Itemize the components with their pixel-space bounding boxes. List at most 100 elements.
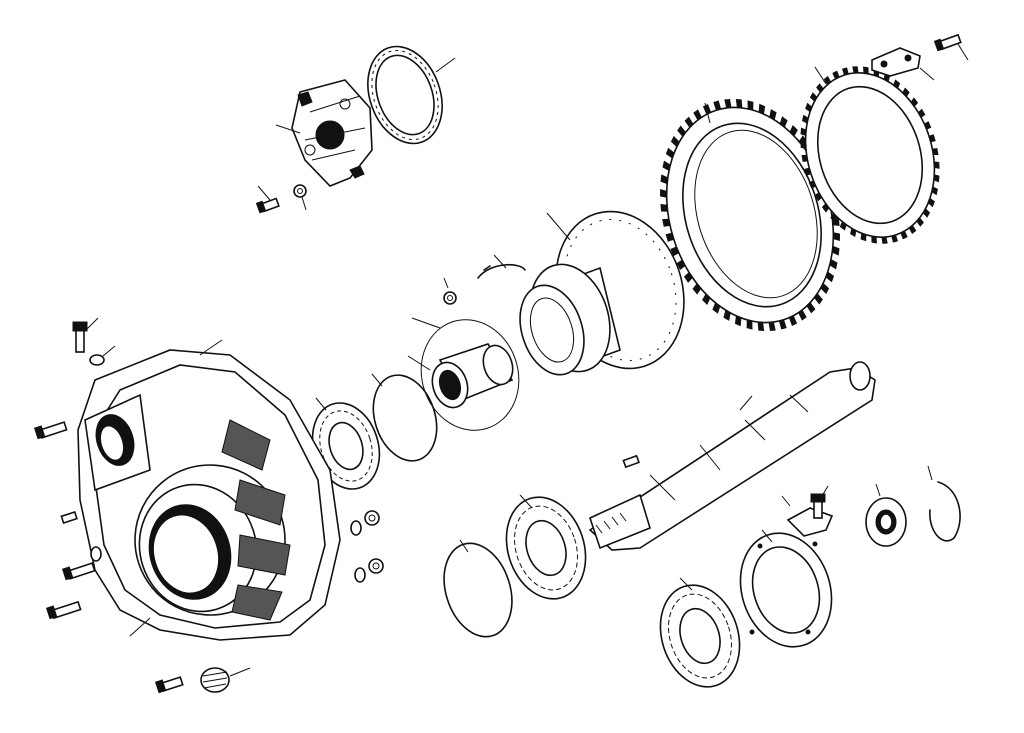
gear-tooth (863, 66, 869, 74)
gear-tooth (798, 309, 807, 321)
gear-tooth (662, 218, 671, 227)
sleeve (407, 317, 520, 431)
gear-tooth (909, 225, 917, 235)
gear-tooth (891, 234, 898, 243)
gear-tooth (928, 197, 935, 208)
bolt-bottom (154, 676, 184, 694)
gear-tooth (747, 100, 754, 111)
gear-tooth (934, 161, 940, 169)
gear-tooth (933, 174, 940, 183)
gear-tooth (757, 322, 765, 331)
gear-tooth (684, 272, 693, 283)
gear-tooth (902, 87, 910, 97)
gear-tooth (660, 174, 668, 185)
gear-tooth (808, 180, 816, 189)
gear-tooth (778, 319, 787, 330)
gear-tooth (676, 259, 686, 270)
gear-tooth (881, 236, 888, 244)
gear-tooth (893, 79, 901, 89)
gear-tooth (829, 259, 838, 270)
gear-tooth (922, 208, 931, 218)
gear-tooth (918, 108, 926, 118)
gear-tooth (839, 221, 847, 231)
gear-tooth (660, 189, 667, 198)
gear-tooth (910, 97, 919, 107)
splined-hub (519, 210, 685, 376)
gear-tooth (871, 236, 877, 244)
gear-tooth (779, 116, 788, 128)
gear-tooth (821, 203, 830, 213)
gear-tooth (832, 245, 840, 256)
bolt-right (810, 485, 829, 519)
gear-tooth (713, 100, 722, 111)
gear-tooth (852, 66, 859, 74)
gasket (367, 45, 456, 145)
gear-tooth (800, 127, 807, 136)
gear-tooth (805, 102, 812, 113)
gear-tooth (802, 114, 809, 124)
washer-top-housing (89, 345, 116, 366)
gear-tooth (702, 104, 712, 115)
pin-left (60, 510, 78, 524)
gear-tooth (832, 70, 840, 80)
bolt-top-right (933, 33, 969, 61)
gear-tooth (842, 67, 849, 76)
gear-tooth (665, 232, 674, 242)
roller-bearing-right (659, 577, 741, 688)
gear-tooth (804, 167, 811, 176)
gear-tooth (924, 121, 932, 130)
snap-ring-lower (443, 539, 513, 638)
gear-tooth (814, 192, 822, 202)
gear-tooth (702, 293, 711, 305)
gear-tooth (692, 283, 702, 295)
gear-tooth (768, 321, 776, 331)
gear-tooth (670, 135, 680, 148)
gear-tooth (660, 204, 668, 212)
gear-tooth (789, 125, 798, 137)
gear-tooth (932, 148, 939, 155)
nut-housing-2 (368, 558, 384, 574)
gear-tooth (800, 141, 806, 149)
slotted-nut (865, 483, 907, 547)
shaft (588, 361, 876, 551)
gear-tooth (693, 109, 702, 121)
bolt-top-left (255, 185, 280, 214)
gear-tooth (801, 155, 808, 162)
internal-ring-gear (800, 66, 940, 244)
gear-tooth (665, 147, 675, 159)
gear-tooth (809, 92, 818, 102)
gear-tooth (900, 230, 908, 240)
gear-tooth (684, 116, 694, 128)
plug (200, 667, 251, 693)
gear-tooth (723, 310, 731, 321)
gear-tooth (758, 103, 766, 115)
gear-tooth (830, 213, 838, 223)
gear-tooth (734, 315, 742, 327)
lock-plate-top-right (871, 47, 935, 81)
nut-top-left (293, 184, 307, 211)
washer-housing-2 (354, 567, 366, 583)
snap-ring-right (927, 465, 961, 542)
gear-tooth (931, 186, 938, 196)
gear-tooth (916, 217, 924, 227)
gear-tooth (806, 302, 816, 314)
washer-left (90, 546, 102, 562)
gear-tooth (769, 109, 777, 120)
gear-tooth (788, 315, 798, 326)
gear-tooth (746, 319, 753, 330)
gear-tooth (712, 302, 721, 314)
gear-tooth (735, 99, 743, 108)
cover-plate (275, 79, 373, 187)
gear-tooth (677, 125, 686, 137)
bolt-top-housing (72, 317, 99, 353)
bolt-left-2 (61, 562, 96, 581)
snap-ring-mid (371, 373, 438, 462)
roller-bearing-lower (505, 494, 587, 600)
large-ring-gear (660, 99, 840, 331)
gear-tooth (662, 160, 671, 171)
gear-tooth (860, 233, 867, 242)
gear-tooth (833, 232, 840, 241)
gear-tooth (823, 75, 831, 85)
washer-housing-1 (350, 520, 362, 536)
bolt-left-1 (33, 421, 68, 440)
